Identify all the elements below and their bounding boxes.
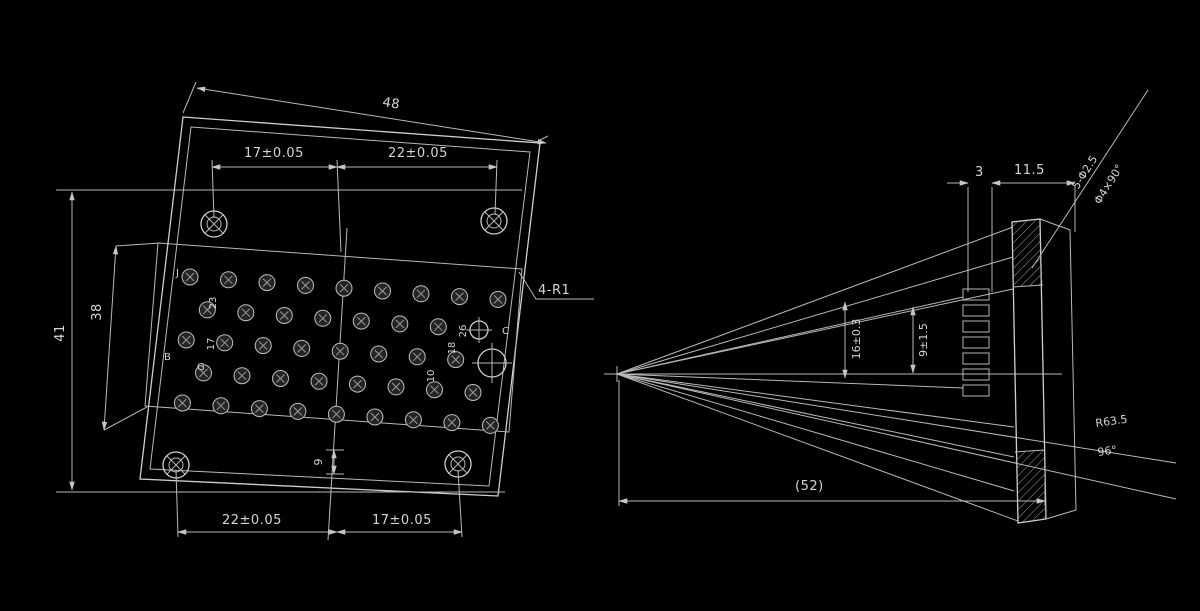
dim-bottom-pair: 22±0.05 17±0.05 — [175, 469, 463, 538]
callout-leader-line — [1031, 89, 1149, 269]
grid-hole-mark — [370, 412, 380, 422]
grid-hole-mark — [181, 335, 191, 345]
dim-top-overall: 48 — [182, 81, 549, 145]
grid-hole-mark — [220, 338, 230, 348]
grid-hole-mark — [433, 322, 443, 332]
dim-top-right-text: 22±0.05 — [388, 146, 448, 161]
callout-line1-text: 5-Φ2.5 — [1070, 153, 1101, 191]
dim-bottom-right-text: 17±0.05 — [372, 513, 432, 528]
grid-hole-mark — [378, 286, 387, 296]
grid-hole-mark — [486, 421, 495, 430]
dim-left-inner-text: 38 — [90, 303, 105, 321]
grid-hole-mark — [374, 349, 384, 359]
tooth-detail — [962, 288, 990, 397]
datum-hole-large — [472, 343, 512, 383]
row-label-17: 17 — [206, 338, 217, 351]
grid-hole-mark — [202, 305, 212, 315]
grid-hole-mark — [318, 313, 328, 323]
side-view: 3 11.5 16±0.3 9±1.5 (52) R63.5 96° 5-Φ2.… — [604, 89, 1177, 524]
radius-label-text: R63.5 — [1095, 413, 1129, 430]
grid-hole-mark — [430, 385, 439, 395]
dim-left-outer-text: 41 — [53, 324, 68, 342]
dim-mid-group: 16±0.3 9±1.5 — [842, 301, 930, 379]
grid-hole-mark — [412, 352, 422, 362]
grid-hole-mark — [262, 278, 272, 287]
grid-hole-mark — [409, 415, 418, 425]
dim-top-right-text: 11.5 — [1014, 163, 1045, 178]
grid-hole-mark — [241, 308, 251, 318]
grid-hole-mark — [237, 371, 247, 381]
hole-letter-c: C — [502, 326, 509, 337]
grid-hole-mark — [416, 289, 426, 299]
dim-center-offset: 9 — [312, 449, 344, 475]
corner-screw-top-right — [480, 207, 508, 235]
grid-hole-mark — [455, 292, 464, 301]
dim-left-inner: 38 — [90, 242, 161, 431]
grid-hole-mark — [178, 398, 187, 408]
hole-grid — [173, 268, 507, 434]
callout-holes-diagonal: 5-Φ2.5 Φ4×90° — [1031, 89, 1149, 269]
angle-label-text: 96° — [1097, 443, 1118, 459]
dim-bottom-left-text: 22±0.05 — [222, 513, 282, 528]
dim-center-offset-text: 9 — [312, 459, 325, 466]
section-bar — [1011, 218, 1077, 524]
hole-letter-b: B — [164, 352, 171, 363]
hole-letter-g: G — [197, 362, 205, 373]
grid-hole-mark — [451, 355, 461, 364]
dim-top-left-text: 17±0.05 — [244, 146, 304, 161]
grid-hole-mark — [279, 311, 289, 320]
grid-hole-mark — [339, 283, 349, 293]
callout-corner-radius: 4-R1 — [518, 271, 594, 300]
dim-left-outer: 41 — [53, 191, 75, 491]
dim-overall-ref-text: (52) — [795, 479, 824, 494]
grid-hole-mark — [314, 376, 324, 386]
row-label-23: 23 — [208, 297, 219, 310]
grid-hole-mark — [199, 368, 208, 378]
callout-radius-angle: R63.5 96° — [1095, 413, 1129, 459]
dim-top-group: 3 11.5 — [947, 163, 1076, 292]
row-label-18: 18 — [447, 342, 458, 355]
grid-hole-mark — [356, 316, 366, 326]
grid-hole-mark — [255, 404, 264, 413]
grid-hole-mark — [276, 374, 285, 383]
callout-corner-radius-text: 4-R1 — [538, 283, 570, 298]
grid-hole-mark — [216, 401, 226, 411]
grid-hole-mark — [332, 409, 341, 419]
grid-hole-mark — [391, 382, 401, 392]
row-label-10: 10 — [426, 370, 437, 383]
dim-mid-left-text: 16±0.3 — [850, 319, 863, 360]
grid-hole-mark — [258, 341, 268, 350]
dim-tooth-width-text: 3 — [975, 165, 984, 180]
dim-top-pair: 17±0.05 22±0.05 — [211, 146, 498, 253]
grid-hole-mark — [353, 379, 362, 389]
dim-top-overall-text: 48 — [381, 95, 401, 113]
hole-letter-j: J — [175, 268, 179, 279]
grid-hole-mark — [335, 346, 345, 356]
hole-field-outline — [144, 242, 523, 433]
row-label-26: 26 — [458, 325, 469, 338]
fan-lines — [616, 226, 1177, 522]
front-view: 48 17±0.05 22±0.05 41 38 — [53, 81, 594, 541]
grid-hole-mark — [301, 281, 310, 290]
grid-hole-mark — [447, 418, 457, 427]
grid-hole-mark — [468, 388, 478, 397]
dim-overall-ref: (52) — [618, 380, 1046, 506]
grid-hole-mark — [493, 295, 503, 304]
grid-hole-mark — [297, 344, 307, 353]
center-line-vertical — [327, 227, 348, 541]
grid-hole-mark — [224, 275, 233, 285]
datum-hole-medium — [466, 317, 492, 343]
grid-hole-mark — [293, 407, 303, 416]
grid-hole-mark — [395, 319, 405, 329]
dim-mid-right-text: 9±1.5 — [917, 323, 930, 357]
grid-hole-mark — [185, 272, 195, 282]
